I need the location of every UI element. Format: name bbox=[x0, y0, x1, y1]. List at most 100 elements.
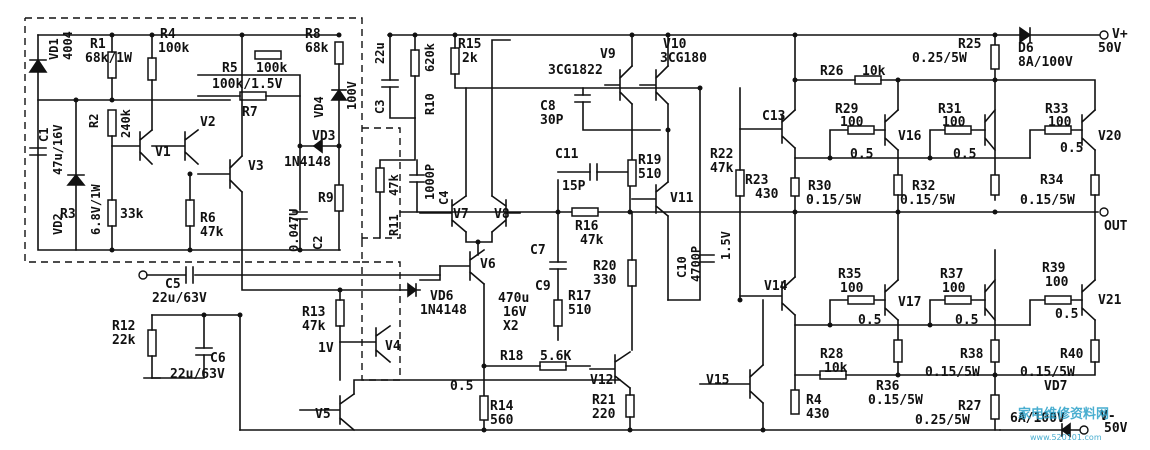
r7-resistor bbox=[239, 91, 267, 101]
diff-dashed-box bbox=[362, 127, 401, 239]
r9-resistor bbox=[334, 184, 344, 212]
label-vplusv: 50V bbox=[1098, 41, 1122, 56]
label-r22v: 47k bbox=[710, 161, 734, 176]
label-r35v: 100 bbox=[840, 281, 864, 296]
input-terminal[interactable] bbox=[138, 270, 148, 280]
label-c3v: 22u bbox=[373, 42, 387, 64]
label-c2v: 0.047U bbox=[287, 209, 301, 252]
label-r6v: 47k bbox=[200, 225, 224, 240]
v1-transistor bbox=[111, 128, 154, 166]
out-terminal[interactable] bbox=[1099, 207, 1109, 217]
label-r22: R22 bbox=[710, 147, 733, 162]
label-r26v: 10k bbox=[862, 64, 886, 79]
vplus-terminal[interactable] bbox=[1099, 30, 1109, 40]
v14-transistor bbox=[739, 275, 797, 317]
label-r23v: 430 bbox=[755, 187, 779, 202]
label-c1v: 47u/16V bbox=[51, 124, 65, 175]
v10-transistor bbox=[639, 64, 670, 106]
v3-wire bbox=[241, 34, 421, 291]
vminus-terminal[interactable] bbox=[1079, 425, 1089, 435]
r25-resistor bbox=[990, 44, 1000, 70]
label-r10v: 620k bbox=[423, 42, 437, 72]
label-vd2v: 6.8V/1W bbox=[89, 184, 103, 235]
label-v10: V10 bbox=[663, 37, 687, 52]
c11-capacitor bbox=[589, 163, 598, 181]
label-v11: V11 bbox=[670, 191, 694, 206]
r3-resistor bbox=[107, 199, 117, 227]
label-c13: C13 bbox=[762, 109, 785, 124]
label-r27: R27 bbox=[958, 399, 981, 414]
diff-bias-wire bbox=[379, 117, 416, 239]
label-c11: C11 bbox=[555, 147, 579, 162]
r4b-resistor bbox=[790, 389, 800, 415]
label-r1: R1 bbox=[90, 37, 106, 52]
v6-transistor bbox=[439, 248, 486, 286]
label-r27v: 0.25/5W bbox=[915, 413, 970, 428]
label-r4: R4 bbox=[160, 27, 176, 42]
r17-resistor bbox=[553, 299, 563, 327]
label-r30: R30 bbox=[808, 179, 832, 194]
label-r5: R5 bbox=[222, 61, 238, 76]
r21-resistor bbox=[625, 394, 635, 418]
label-r30v: 0.15/5W bbox=[806, 193, 861, 208]
r12-resistor bbox=[147, 329, 157, 357]
label-v7: V7 bbox=[453, 207, 469, 222]
label-c5: C5 bbox=[165, 277, 181, 292]
label-v2: V2 bbox=[200, 115, 216, 130]
label-r12: R12 bbox=[112, 319, 135, 334]
d6-diode bbox=[1019, 26, 1032, 44]
v6-base-wire bbox=[419, 265, 441, 281]
label-r16v: 47k bbox=[580, 233, 604, 248]
label-vd4v: 100V bbox=[345, 81, 359, 110]
c6-wire bbox=[151, 314, 205, 379]
label-v14: V14 bbox=[764, 279, 788, 294]
label-r26: R26 bbox=[820, 64, 844, 79]
watermark-main: 家电维修资料网 bbox=[1018, 406, 1109, 422]
label-e05d: 0.5 bbox=[858, 313, 881, 328]
label-r15v: 2k bbox=[462, 51, 478, 66]
v3-transistor bbox=[197, 154, 244, 194]
label-r29v: 100 bbox=[840, 115, 864, 130]
label-r36v: 0.15/5W bbox=[868, 393, 923, 408]
label-c8: C8 bbox=[540, 99, 556, 114]
label-c9v: 470u bbox=[498, 291, 529, 306]
output-bottom bbox=[794, 211, 1100, 376]
label-r18: R18 bbox=[500, 349, 524, 364]
label-r31: R31 bbox=[938, 102, 962, 117]
label-r11v: 47k bbox=[387, 174, 401, 196]
label-v17: V17 bbox=[898, 295, 921, 310]
label-r20: R20 bbox=[593, 259, 617, 274]
label-r8v: 68k bbox=[305, 41, 329, 56]
label-v15: V15 bbox=[706, 373, 729, 388]
label-r32: R32 bbox=[912, 179, 935, 194]
label-c5v: 22u/63V bbox=[152, 291, 207, 306]
label-r23: R23 bbox=[745, 173, 768, 188]
c1-capacitor bbox=[29, 147, 47, 156]
label-r11: R11 bbox=[387, 214, 401, 236]
label-r40: R40 bbox=[1060, 347, 1084, 362]
label-r17v: 510 bbox=[568, 303, 592, 318]
label-v10v: 3CG180 bbox=[660, 51, 707, 66]
label-r10: R10 bbox=[423, 93, 437, 115]
label-c1: C1 bbox=[37, 128, 51, 142]
label-r3v: 33k bbox=[120, 207, 144, 222]
label-r1v: 68k/1W bbox=[85, 51, 132, 66]
r13-resistor bbox=[335, 299, 345, 327]
r6-resistor bbox=[185, 199, 195, 227]
v2-transistor bbox=[151, 128, 200, 166]
v8-transistor bbox=[490, 194, 521, 234]
label-r4v: 100k bbox=[158, 41, 189, 56]
label-r28v: 10k bbox=[824, 361, 848, 376]
label-r14: R14 bbox=[490, 399, 514, 414]
r8-resistor bbox=[334, 41, 344, 65]
label-r3: R3 bbox=[60, 207, 76, 222]
label-vd6v: 1N4148 bbox=[420, 303, 467, 318]
label-c6: C6 bbox=[210, 351, 226, 366]
label-r34v: 0.15/5W bbox=[1020, 193, 1075, 208]
label-r5v: 100k bbox=[256, 61, 287, 76]
label-d6v: 8A/100V bbox=[1018, 55, 1073, 70]
r20-resistor bbox=[627, 259, 637, 287]
label-r6: R6 bbox=[200, 211, 216, 226]
